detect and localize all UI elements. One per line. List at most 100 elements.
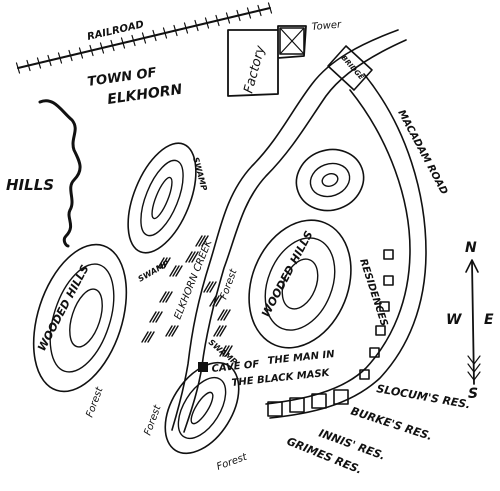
railroad-tie [194,19,199,32]
swamp-stroke [175,265,183,277]
swamp-stroke [201,235,209,247]
swamp-stroke [213,325,221,337]
swamp-stroke [157,257,165,269]
railroad-tie [225,12,231,24]
swamp-stroke [191,251,199,263]
burke-label: BURKE'S RES. [349,404,434,443]
railroad-tie [215,14,220,27]
swamp-stroke [203,281,211,293]
cave-label-2: THE MAN IN [267,349,336,367]
railroad-tie [173,24,178,37]
swamp-stroke [171,325,179,337]
swamp-stroke [168,325,176,337]
swamp-label-2: SWAMP [137,259,171,284]
hills-ridge [38,99,82,248]
residences-label: RESIDENCES [357,258,389,328]
railroad-tie [110,39,115,52]
swamp-stroke [219,325,227,337]
swamp-stroke [144,331,152,343]
hill-south [164,361,240,455]
swamp-stroke [220,309,228,321]
swamp-stroke [215,295,223,307]
cave-marker [198,362,208,372]
swamp-stroke [223,309,231,321]
forest-label-4: Forest [218,267,239,301]
swamp-stroke [149,311,157,323]
factory-label: Factory [241,44,268,95]
swamp-stroke [141,331,149,343]
hills-label: HILLS [6,176,54,194]
railroad-tie [246,7,252,19]
swamp-stroke [162,291,170,303]
railroad-tie [68,49,73,62]
railroad-tie [89,44,94,57]
swamp-stroke [159,291,167,303]
railroad-tie [257,4,262,17]
swamp-stroke [172,265,180,277]
compass-west: W [446,312,462,328]
swamp-stroke [155,311,163,323]
swamp-stroke [209,295,217,307]
swamp-stroke [188,251,196,263]
railroad-tie [162,27,168,39]
railroad-tie [26,59,31,72]
swamp-stroke [225,345,233,357]
swamp-stroke [147,331,155,343]
swamp-stroke [219,345,227,357]
swamp-stroke [209,281,217,293]
railroad-tie [57,52,63,64]
creek-label: ELKHORN CREEK [173,237,215,321]
wooded-hills-east [248,219,352,349]
cave-label-1: CAVE OF [211,359,260,375]
swamp-stroke [217,309,225,321]
wooded-hills-west [32,243,128,393]
macadam-road [265,73,427,419]
swamp-stroke [195,235,203,247]
swamp-stroke [216,325,224,337]
bridge [327,45,373,91]
forest-label-3: Forest [215,451,249,472]
factory-building [227,25,307,97]
railroad-tie [152,29,157,42]
swamp-stroke [212,295,220,307]
swamp-stroke [165,291,173,303]
compass-rose: N W E S [446,240,494,402]
macadam-road-label: MACADAM ROAD [395,108,449,196]
railroad-tie [120,37,126,49]
swamp-stroke [152,311,160,323]
hill-upper [295,148,365,212]
compass-north: N [465,240,477,256]
swamp-stroke [198,235,206,247]
railroad-tie [36,57,42,69]
hill-north [127,142,197,254]
compass-south: S [468,386,478,402]
railroad-tie [15,62,21,74]
railroad-tie [267,2,273,14]
railroad-tie [47,54,52,67]
compass-east: E [484,312,494,328]
railroad-tie [236,9,241,22]
swamp-stroke [222,345,230,357]
wooded-hills-west-label: WOODED HILLS [35,263,91,354]
railroad-tie [131,34,136,47]
railroad [15,2,273,74]
swamp-marks [141,235,233,357]
railroad-tie [141,32,147,44]
tower-symbol [279,27,305,55]
swamp-stroke [206,281,214,293]
railroad-tie [204,17,210,29]
swamp-stroke [165,325,173,337]
railroad-tie [78,47,84,59]
swamp-stroke [185,251,193,263]
swamp-stroke [163,257,171,269]
swamp-stroke [160,257,168,269]
forest-label-1: Forest [84,385,105,419]
swamp-stroke [169,265,177,277]
slocum-label: SLOCUM'S RES. [375,382,471,411]
tower-label: Tower [311,19,342,33]
named-residences [267,389,349,417]
railroad-tie [183,22,189,34]
forest-label-2: Forest [142,403,163,437]
